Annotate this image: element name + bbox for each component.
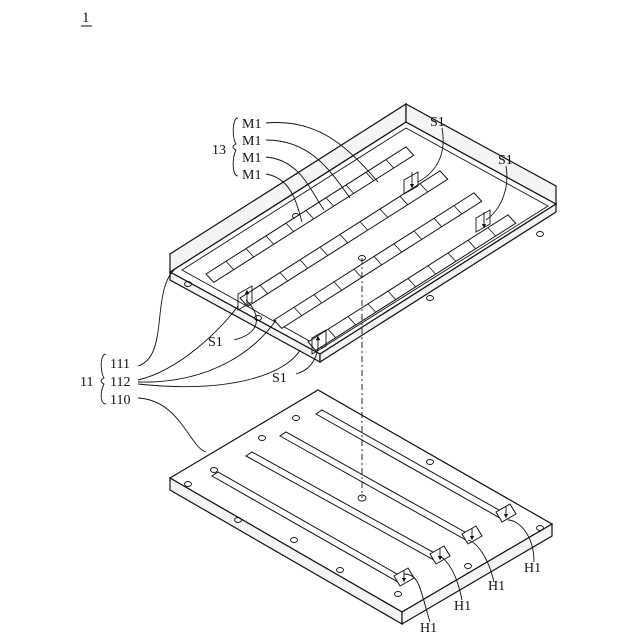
svg-text:1: 1 — [82, 10, 90, 26]
label-m1-3: M1 — [242, 151, 261, 166]
label-h1-4: H1 — [524, 561, 541, 576]
label-110: 110 — [110, 393, 130, 408]
label-s1-2: S1 — [498, 153, 513, 168]
label-s1-1: S1 — [430, 115, 445, 130]
label-112: 112 — [110, 375, 130, 390]
label-m1-4: M1 — [242, 168, 261, 183]
label-h1-3: H1 — [488, 579, 505, 594]
label-m1-2: M1 — [242, 134, 261, 149]
label-s1-3: S1 — [208, 335, 223, 350]
label-111: 111 — [110, 357, 130, 372]
label-13: 13 — [212, 143, 226, 158]
label-m1-1: M1 — [242, 117, 261, 132]
label-h1-1: H1 — [420, 621, 437, 636]
label-11: 11 — [80, 375, 93, 390]
figure-number: 1 — [81, 10, 92, 26]
label-h1-2: H1 — [454, 599, 471, 614]
label-s1-4: S1 — [272, 371, 287, 386]
